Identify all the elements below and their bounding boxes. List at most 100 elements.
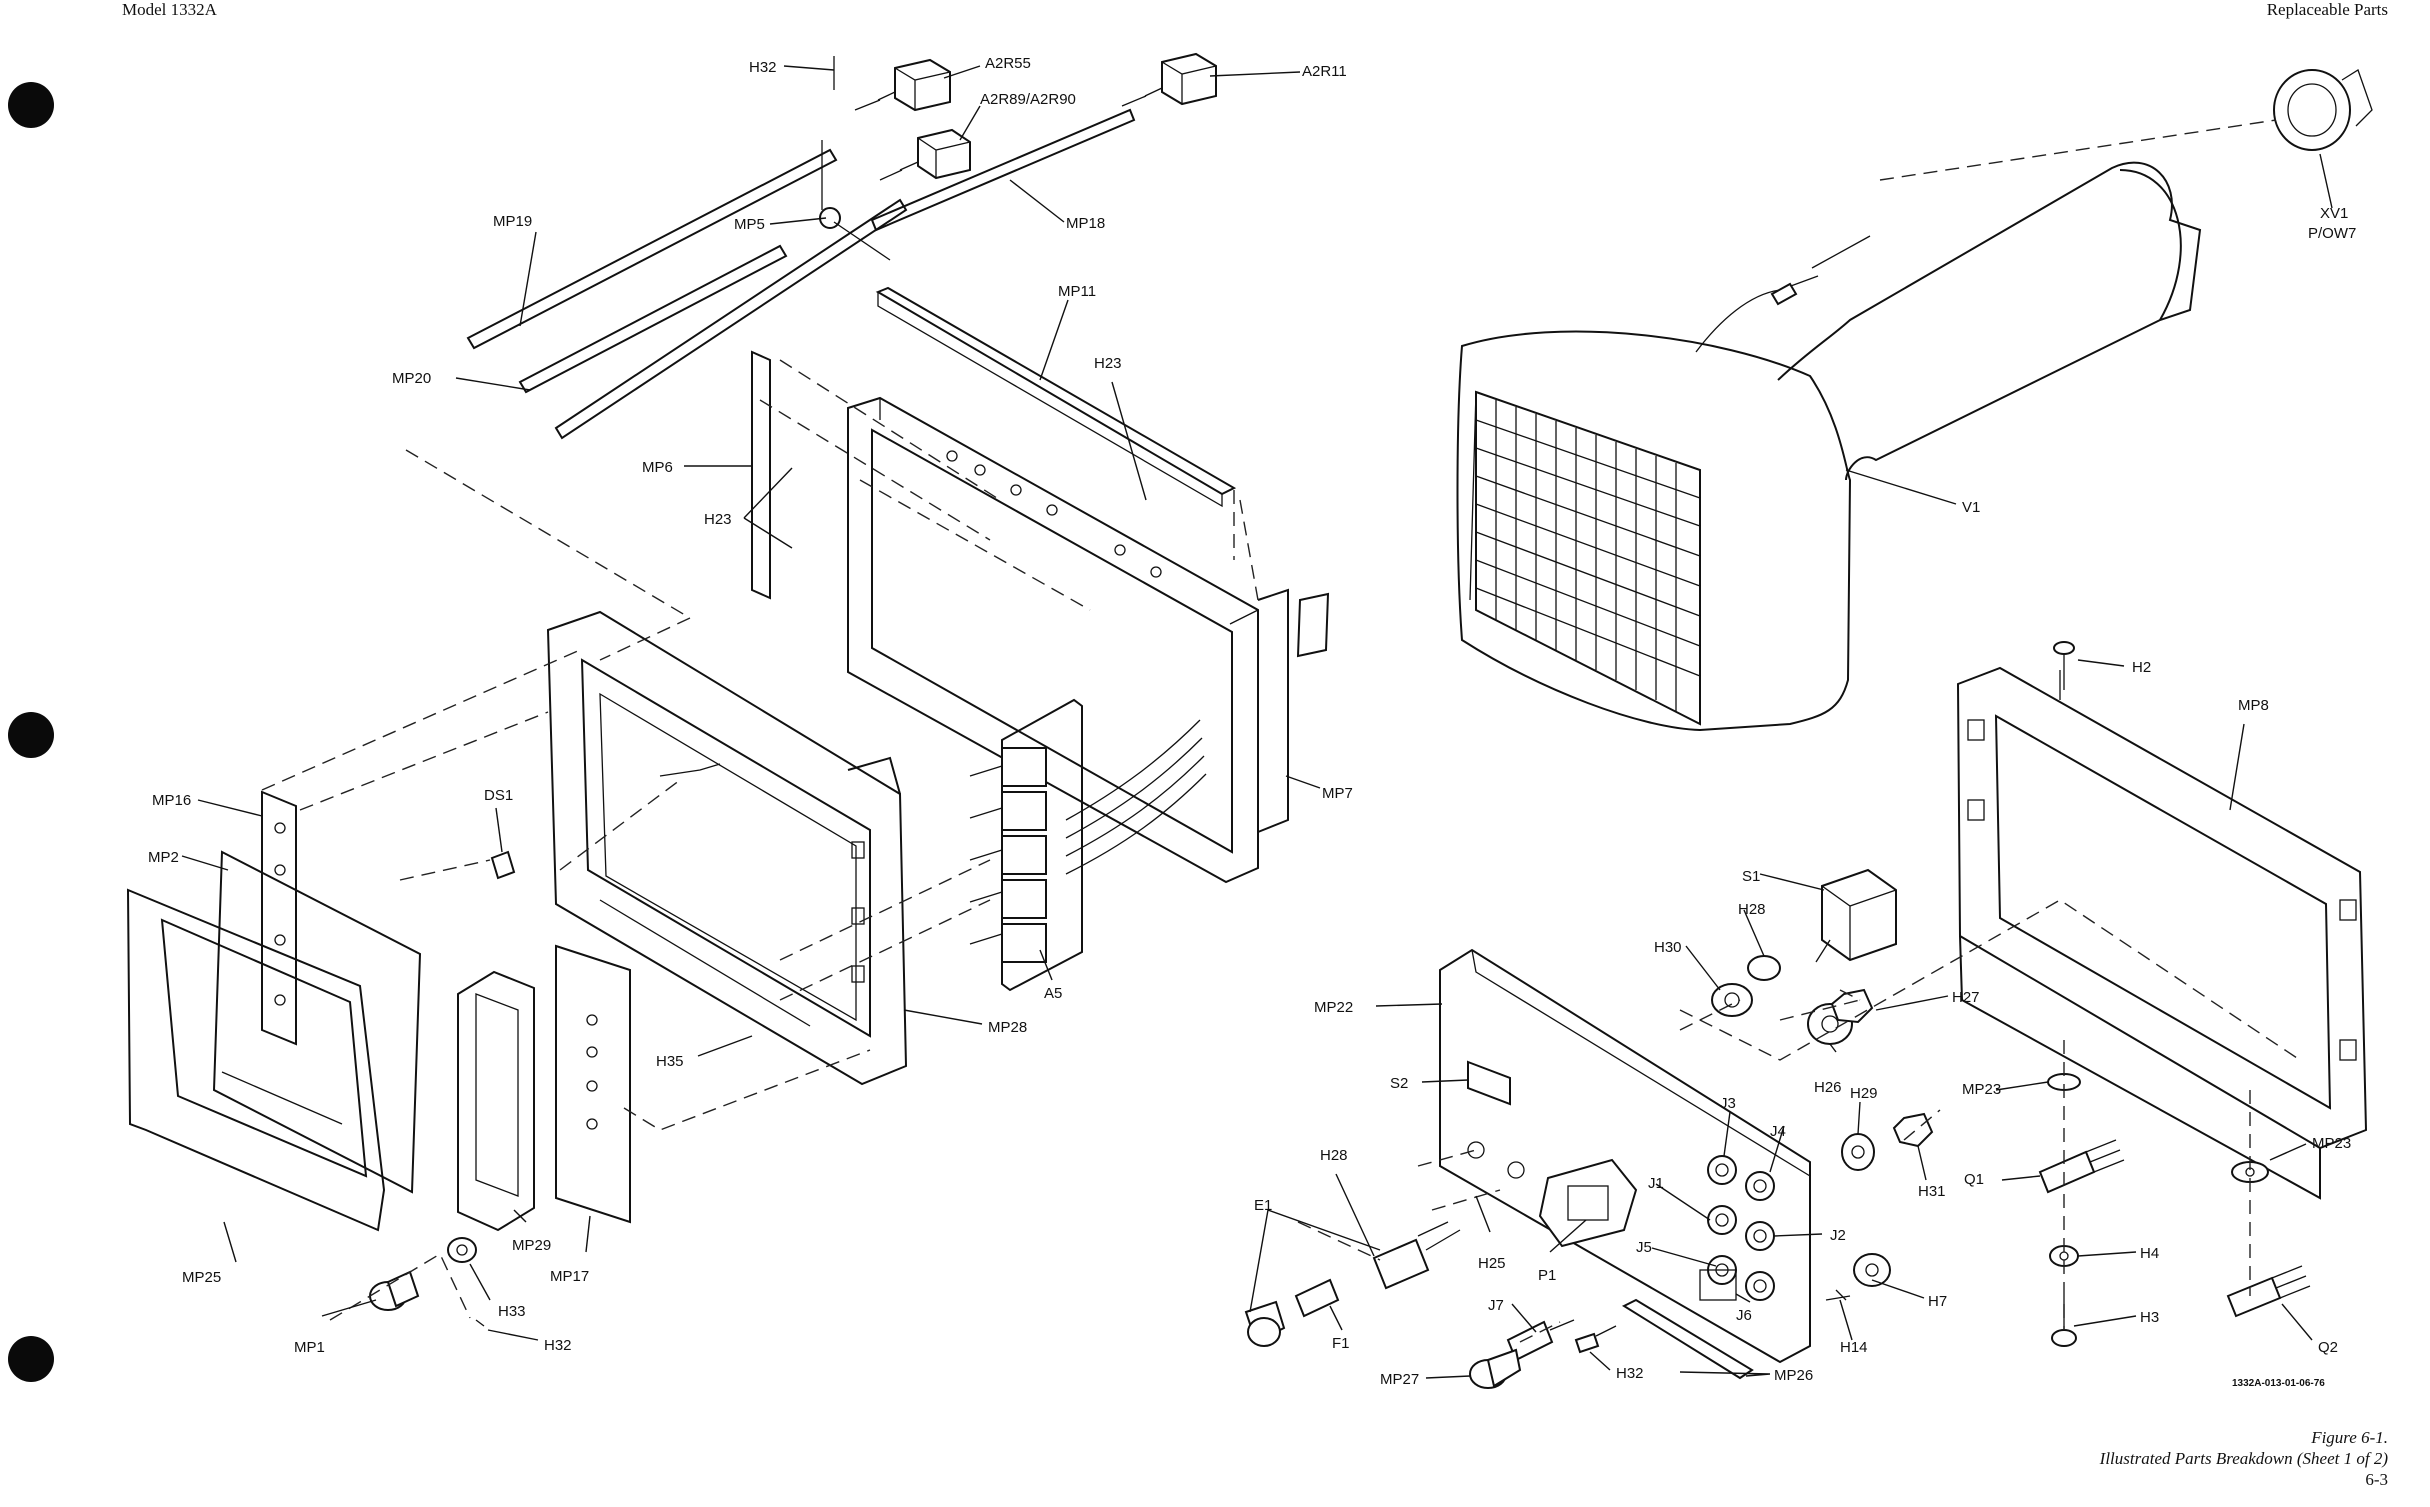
label-a5: A5 — [1044, 985, 1062, 1002]
label-mp23-b: MP23 — [2312, 1135, 2351, 1152]
label-h4: H4 — [2140, 1245, 2159, 1262]
page-number: 6-3 — [2365, 1470, 2388, 1489]
crt-v1 — [1456, 161, 2202, 732]
label-ds1: DS1 — [484, 787, 513, 804]
label-pow7: P/OW7 — [2308, 225, 2356, 242]
part-labels: H32 A2R55 A2R89/A2R90 A2R11 MP19 MP5 MP1… — [148, 55, 2356, 1388]
label-q2: Q2 — [2318, 1339, 2338, 1356]
binder-hole-top — [8, 82, 54, 128]
switch-s1 — [1815, 868, 1897, 963]
label-a2r89: A2R89/A2R90 — [980, 91, 1076, 108]
label-h29: H29 — [1850, 1085, 1878, 1102]
connector-mp27 — [1469, 1348, 1522, 1389]
label-s2: S2 — [1390, 1075, 1408, 1092]
pot-a2r89 — [879, 128, 971, 181]
label-mp6: MP6 — [642, 459, 673, 476]
window-mp29 — [457, 970, 535, 1232]
figure-title: Illustrated Parts Breakdown (Sheet 1 of … — [2099, 1449, 2388, 1468]
screw-h2 — [2053, 641, 2075, 690]
label-mp16: MP16 — [152, 792, 191, 809]
label-mp19: MP19 — [493, 213, 532, 230]
label-mp29: MP29 — [512, 1237, 551, 1254]
label-h35: H35 — [656, 1053, 684, 1070]
label-s1: S1 — [1742, 868, 1760, 885]
header-section: Replaceable Parts — [2266, 0, 2388, 19]
label-h28-bottom: H28 — [1320, 1147, 1348, 1164]
pot-a2r11 — [1121, 52, 1217, 107]
label-p1: P1 — [1538, 1267, 1556, 1284]
ribbon-cable — [1065, 719, 1207, 875]
label-h27: H27 — [1952, 989, 1980, 1006]
label-mp17: MP17 — [550, 1268, 589, 1285]
label-mp20: MP20 — [392, 370, 431, 387]
label-h30: H30 — [1654, 939, 1682, 956]
label-mp11: MP11 — [1058, 283, 1096, 300]
header-model: Model 1332A — [122, 0, 217, 19]
assembly-dashes — [261, 119, 2301, 1343]
plate-mp26 — [1621, 1298, 1754, 1380]
plate-mp17 — [555, 944, 631, 1224]
label-h28-top: H28 — [1738, 901, 1766, 918]
label-mp2: MP2 — [148, 849, 179, 866]
label-j3: J3 — [1720, 1095, 1736, 1112]
label-a2r55: A2R55 — [985, 55, 1031, 72]
label-v1: V1 — [1962, 499, 1980, 516]
label-j4: J4 — [1770, 1123, 1786, 1140]
label-h3: H3 — [2140, 1309, 2159, 1326]
pot-a2r55 — [854, 58, 951, 112]
lamp-ds1 — [490, 763, 721, 880]
knob-mp1 — [369, 1237, 485, 1327]
plate-mp16 — [261, 790, 297, 1046]
nuts-washers — [1711, 955, 1934, 1301]
label-mp5: MP5 — [734, 216, 765, 233]
label-q1: Q1 — [1964, 1171, 1984, 1188]
fuse-f1 — [1294, 1278, 1340, 1318]
transistor-q1 — [2038, 1073, 2125, 1194]
label-mp22: MP22 — [1314, 999, 1353, 1016]
label-h32-right: H32 — [1616, 1365, 1644, 1382]
label-h31: H31 — [1918, 1183, 1946, 1200]
label-xv1: XV1 — [2320, 205, 2348, 222]
label-mp26: MP26 — [1774, 1367, 1813, 1384]
bezel-frame-mp25 — [126, 888, 386, 1232]
label-h23-top: H23 — [1094, 355, 1122, 372]
label-mp8: MP8 — [2238, 697, 2269, 714]
leader-lines — [181, 65, 2333, 1379]
label-j2: J2 — [1830, 1227, 1846, 1244]
label-h14: H14 — [1840, 1339, 1868, 1356]
binder-hole-middle — [8, 712, 54, 758]
label-mp23-a: MP23 — [1962, 1081, 2001, 1098]
switch-board-a5 — [969, 698, 1083, 992]
label-j6: J6 — [1736, 1307, 1752, 1324]
label-h32-bottom: H32 — [544, 1337, 572, 1354]
rods — [466, 56, 1136, 440]
label-mp27: MP27 — [1380, 1371, 1419, 1388]
binder-hole-bottom — [8, 1336, 54, 1382]
drawing-code: 1332A-013-01-06-76 — [2232, 1378, 2325, 1389]
mp11-bar — [875, 286, 1237, 508]
label-j7: J7 — [1488, 1297, 1504, 1314]
label-h2: H2 — [2132, 659, 2151, 676]
label-mp1: MP1 — [294, 1339, 325, 1356]
label-mp25: MP25 — [182, 1269, 221, 1286]
label-h33: H33 — [498, 1303, 526, 1320]
label-a2r11: A2R11 — [1302, 63, 1347, 80]
label-h25: H25 — [1478, 1255, 1506, 1272]
bezel-mp28 — [546, 610, 908, 1086]
label-j1: J1 — [1648, 1175, 1664, 1192]
frame-mp7 — [847, 396, 1330, 884]
chassis-mp8 — [1956, 666, 2368, 1200]
label-mp28: MP28 — [988, 1019, 1027, 1036]
label-h7: H7 — [1928, 1293, 1947, 1310]
figure-number: Figure 6-1. — [2311, 1428, 2388, 1447]
label-mp7: MP7 — [1322, 785, 1353, 802]
label-h32-top: H32 — [749, 59, 777, 76]
label-mp18: MP18 — [1066, 215, 1105, 232]
rear-panel-mp22 — [1439, 948, 1811, 1364]
label-f1: F1 — [1332, 1335, 1350, 1352]
label-e1: E1 — [1254, 1197, 1272, 1214]
mp6-strip — [751, 350, 771, 600]
label-j5: J5 — [1636, 1239, 1652, 1256]
bnc-jacks — [1699, 1155, 1775, 1301]
